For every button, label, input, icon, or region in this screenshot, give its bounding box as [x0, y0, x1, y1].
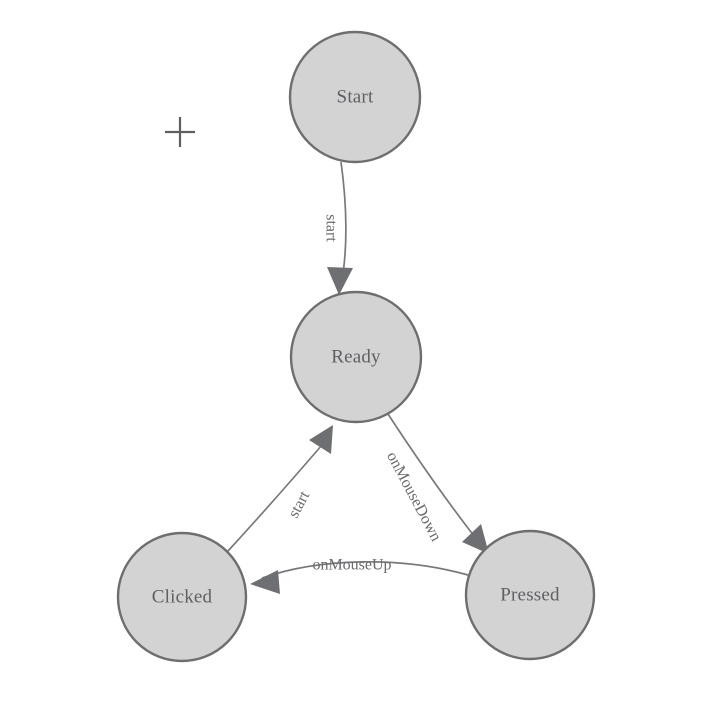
edge-ready-to-pressed-path — [387, 413, 482, 546]
edge-ready-to-pressed[interactable]: onMouseDown — [383, 413, 489, 554]
node-clicked-label: Clicked — [152, 586, 213, 607]
edge-label-ready-to-pressed: onMouseDown — [383, 449, 444, 544]
edge-pressed-to-clicked-path — [261, 560, 469, 579]
node-start[interactable]: Start — [288, 30, 422, 164]
node-start-circle — [288, 30, 422, 164]
node-ready-label: Ready — [331, 346, 381, 367]
node-clicked-circle — [116, 531, 248, 663]
edge-label-clicked-to-ready: start — [285, 488, 313, 521]
node-pressed-label: Pressed — [500, 584, 560, 605]
edge-pressed-to-clicked[interactable]: onMouseUp — [250, 557, 469, 594]
edge-label-start-to-ready: start — [322, 214, 339, 242]
node-ready[interactable]: Ready — [289, 290, 423, 424]
edge-start-to-ready-path — [340, 161, 347, 286]
crosshair-icon — [165, 117, 195, 147]
node-start-label: Start — [337, 86, 374, 107]
node-pressed-circle — [464, 529, 596, 661]
edge-start-to-ready[interactable]: start — [322, 161, 353, 295]
edge-pressed-to-clicked-arrowhead — [250, 570, 280, 594]
edge-start-to-ready-arrowhead — [327, 267, 353, 295]
node-pressed[interactable]: Pressed — [464, 529, 596, 661]
node-clicked[interactable]: Clicked — [116, 531, 248, 663]
edge-label-pressed-to-clicked: onMouseUp — [312, 557, 391, 574]
edge-clicked-to-ready-path — [227, 444, 323, 552]
edge-ready-to-pressed-arrowhead — [462, 524, 489, 554]
node-ready-circle — [289, 290, 423, 424]
edge-clicked-to-ready-arrowhead — [309, 425, 333, 454]
edge-clicked-to-ready[interactable]: start — [227, 425, 333, 552]
